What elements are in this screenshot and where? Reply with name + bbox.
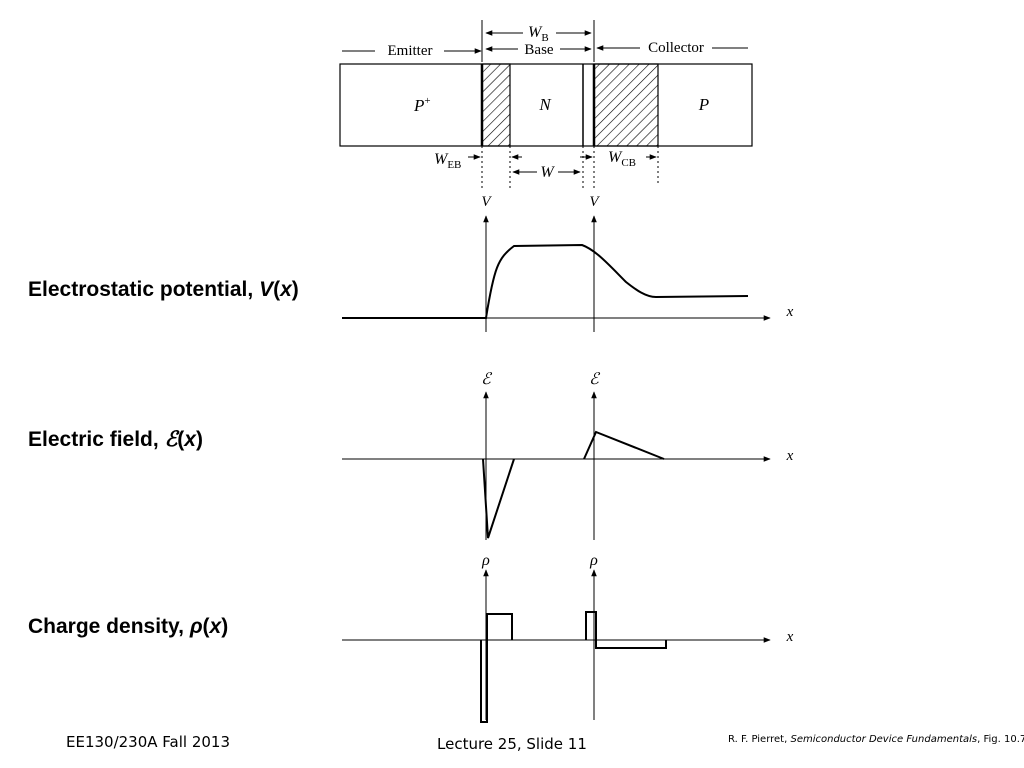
charge-label-open: ( xyxy=(202,615,210,638)
cb-depletion-region xyxy=(593,63,659,147)
potential-axis-label-left: V xyxy=(481,194,492,210)
charge-collector xyxy=(595,640,667,649)
potential-plot: V V x xyxy=(342,194,794,332)
charge-emitter-spike xyxy=(480,640,488,723)
potential-label-var: x xyxy=(280,278,292,301)
course-footer: EE130/230A Fall 2013 xyxy=(66,733,231,751)
field-label-fn: ℰ xyxy=(164,428,178,451)
field-curve-eb xyxy=(482,458,515,539)
w-label: W xyxy=(540,164,555,181)
charge-plot: ρ ρ x xyxy=(342,552,794,723)
potential-label-close: ) xyxy=(291,278,299,301)
field-label-close: ) xyxy=(195,428,203,451)
field-label-text: Electric field, xyxy=(28,428,159,451)
wcb-label: WCB xyxy=(608,149,636,169)
field-axis-label-right: ℰ xyxy=(589,371,601,388)
potential-label-fn: V xyxy=(259,278,274,301)
collector-doping: P xyxy=(698,95,709,114)
field-curve-cb xyxy=(583,430,665,460)
collector-label: Collector xyxy=(648,40,704,56)
potential-curve xyxy=(342,243,749,319)
charge-base-cb xyxy=(585,611,597,640)
charge-axis-label-right: ρ xyxy=(589,552,598,569)
emitter-doping: P+ xyxy=(413,95,431,115)
eb-depletion-region xyxy=(481,63,511,147)
charge-label-close: ) xyxy=(221,615,229,638)
citation-fig: , Fig. 10.7 xyxy=(977,734,1024,745)
potential-axis-label-right: V xyxy=(589,194,600,210)
web-label: WEB xyxy=(434,151,461,171)
emitter-label: Emitter xyxy=(388,43,433,59)
potential-label-open: ( xyxy=(273,278,281,301)
charge-base-eb xyxy=(486,613,513,640)
base-doping: N xyxy=(538,95,552,114)
citation-author: R. F. Pierret, xyxy=(728,734,788,745)
base-label: Base xyxy=(524,42,554,58)
slide-number: Lecture 25, Slide 11 xyxy=(437,735,587,753)
field-label-open: ( xyxy=(177,428,185,451)
device-bar xyxy=(339,63,753,147)
charge-axis-label-left: ρ xyxy=(481,552,490,569)
charge-row-label: Charge density, ρ(x) xyxy=(28,615,228,639)
citation-book: Semiconductor Device Fundamentals xyxy=(790,734,978,745)
device-structure: Emitter Base Collector WB P+ N P WEB xyxy=(339,20,753,190)
charge-label-text: Charge density, xyxy=(28,615,184,638)
citation: R. F. Pierret, Semiconductor Device Fund… xyxy=(728,734,1024,745)
potential-x-label: x xyxy=(786,304,794,320)
potential-row-label: Electrostatic potential, V(x) xyxy=(28,278,299,302)
field-label-var: x xyxy=(184,428,196,451)
field-axis-label-left: ℰ xyxy=(481,371,493,388)
field-row-label: Electric field, ℰ(x) xyxy=(28,427,203,452)
potential-label-text: Electrostatic potential, xyxy=(28,278,254,301)
wb-label: WB xyxy=(528,24,549,44)
charge-label-var: x xyxy=(209,615,222,638)
field-plot: ℰ ℰ x xyxy=(342,371,794,540)
charge-label-fn: ρ xyxy=(189,615,203,638)
charge-x-label: x xyxy=(786,629,794,645)
field-x-label: x xyxy=(786,448,794,464)
